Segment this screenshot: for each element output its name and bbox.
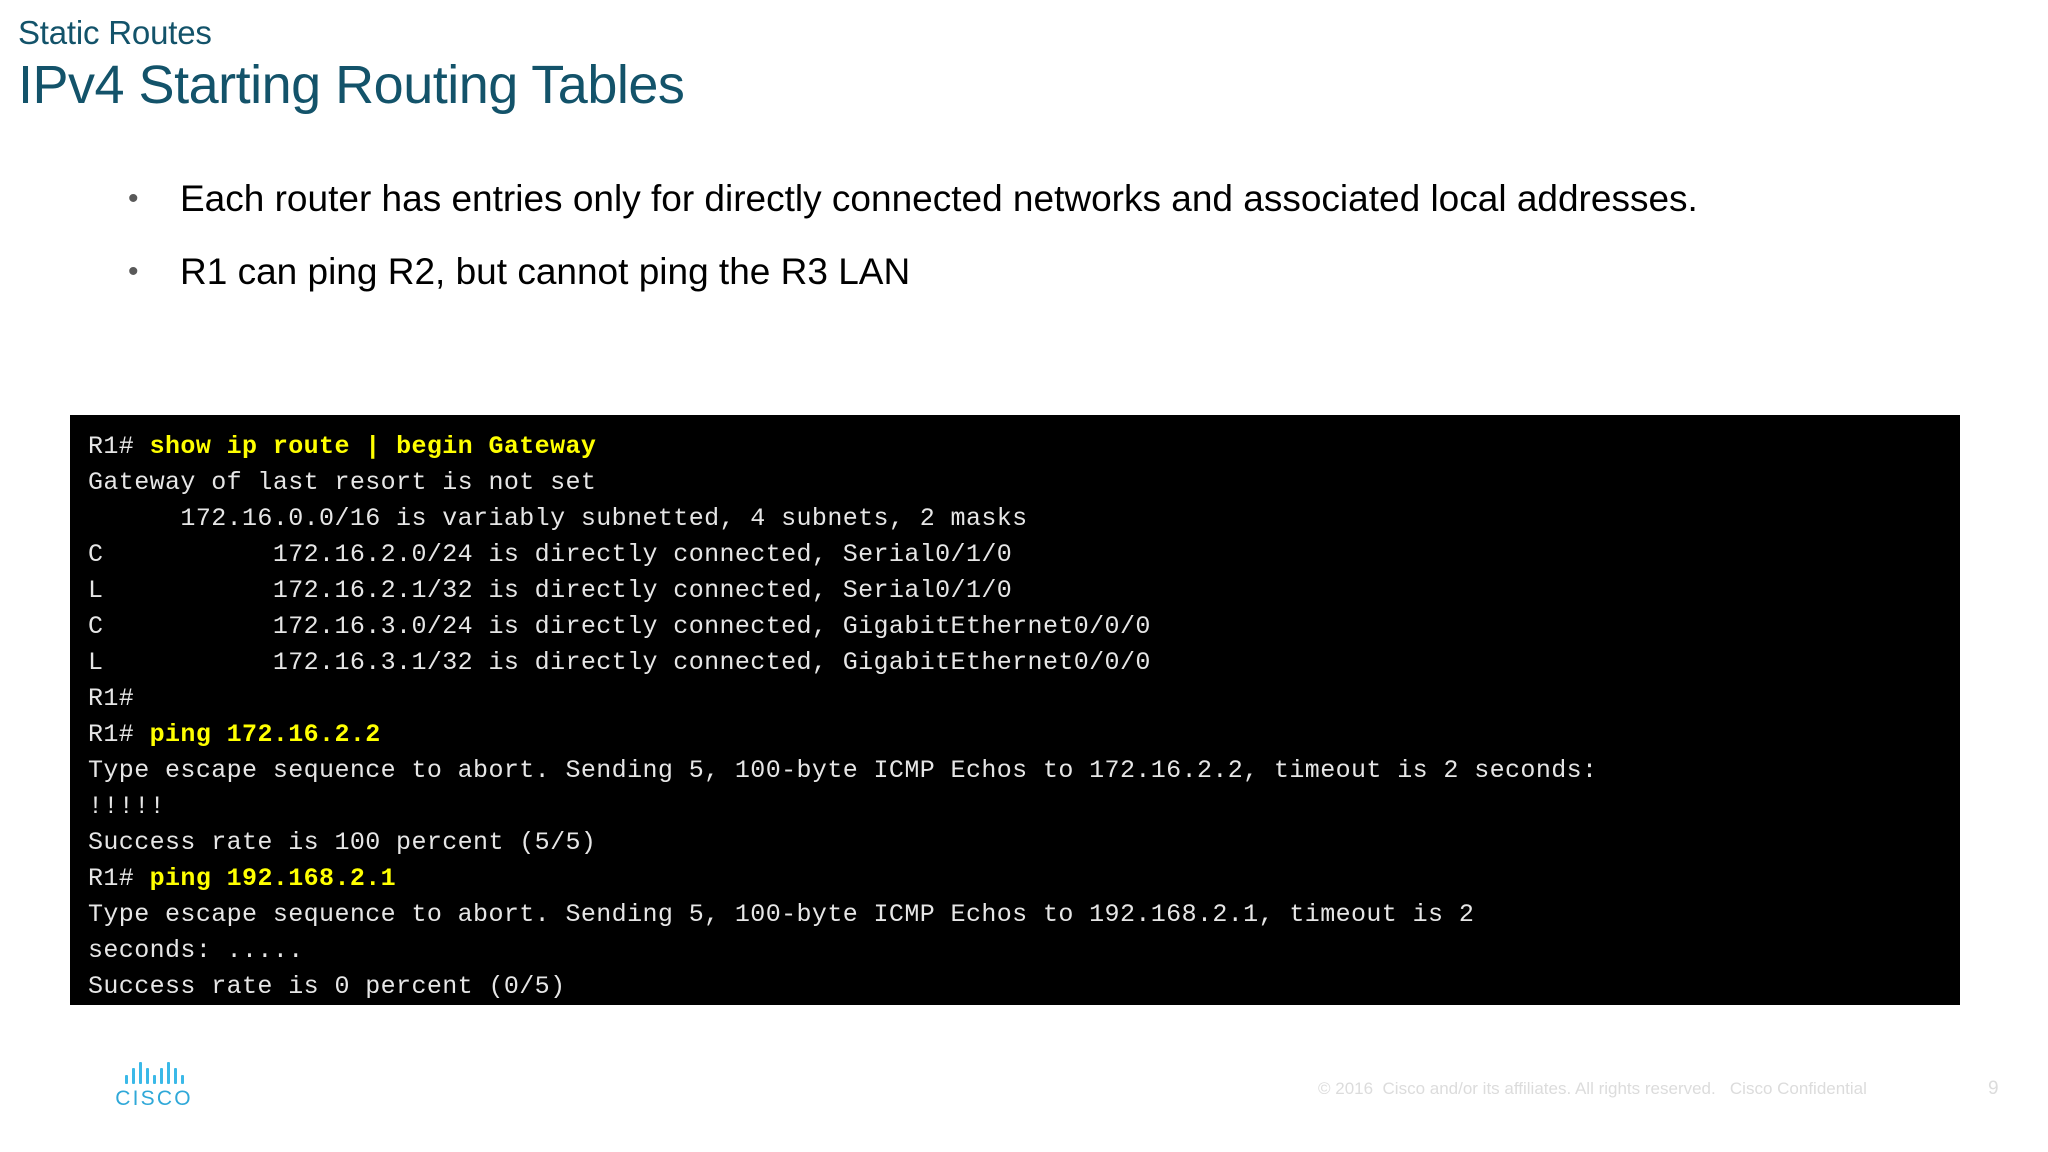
terminal-text: C 172.16.2.0/24 is directly connected, S… <box>88 540 1013 569</box>
terminal-line: R1# ping 172.16.2.2 <box>88 717 1960 753</box>
terminal-line: Gateway of last resort is not set <box>88 465 1960 501</box>
terminal-command: show ip route | begin Gateway <box>149 432 597 461</box>
bullet-marker-icon: • <box>128 255 139 288</box>
bullet-text: Each router has entries only for directl… <box>180 178 1698 219</box>
terminal-prompt: R1# <box>88 720 150 749</box>
terminal-line: !!!!! <box>88 789 1960 825</box>
terminal-text: Type escape sequence to abort. Sending 5… <box>88 756 1598 785</box>
terminal-line: L 172.16.3.1/32 is directly connected, G… <box>88 645 1960 681</box>
terminal-text: L 172.16.2.1/32 is directly connected, S… <box>88 576 1013 605</box>
terminal-line: Success rate is 100 percent (5/5) <box>88 825 1960 861</box>
terminal-line: R1# show ip route | begin Gateway <box>88 429 1960 465</box>
terminal-line: Type escape sequence to abort. Sending 5… <box>88 753 1960 789</box>
terminal-text: Success rate is 0 percent (0/5) <box>88 972 566 1001</box>
terminal-text: Gateway of last resort is not set <box>88 468 597 497</box>
bullet-marker-icon: • <box>128 182 139 215</box>
terminal-line: Success rate is 0 percent (0/5) <box>88 969 1960 1005</box>
footer-page-number: 9 <box>1988 1078 1999 1099</box>
terminal-text: Success rate is 100 percent (5/5) <box>88 828 597 857</box>
terminal-text: 172.16.0.0/16 is variably subnetted, 4 s… <box>88 504 1028 533</box>
terminal-prompt: R1# <box>88 864 150 893</box>
terminal-command: ping 192.168.2.1 <box>149 864 397 893</box>
terminal-line: L 172.16.2.1/32 is directly connected, S… <box>88 573 1960 609</box>
terminal-text: C 172.16.3.0/24 is directly connected, G… <box>88 612 1151 641</box>
terminal-text: seconds: ..... <box>88 936 304 965</box>
slide-main-title: IPv4 Starting Routing Tables <box>18 55 685 115</box>
slide-header: Static Routes IPv4 Starting Routing Tabl… <box>18 14 1418 116</box>
bullet-item: • Each router has entries only for direct… <box>110 172 1940 225</box>
slide-eyebrow-title: Static Routes <box>18 14 212 51</box>
terminal-line: C 172.16.2.0/24 is directly connected, S… <box>88 537 1960 573</box>
terminal-line: seconds: ..... <box>88 933 1960 969</box>
terminal-text: L 172.16.3.1/32 is directly connected, G… <box>88 648 1151 677</box>
footer-copyright: © 2016 Cisco and/or its affiliates. All … <box>1318 1079 1867 1098</box>
bullet-text: R1 can ping R2, but cannot ping the R3 L… <box>180 251 911 292</box>
terminal-text: !!!!! <box>88 792 166 821</box>
cisco-logo: CISCO <box>108 1062 200 1114</box>
terminal-prompt: R1# <box>88 432 150 461</box>
terminal-line: C 172.16.3.0/24 is directly connected, G… <box>88 609 1960 645</box>
terminal-command: ping 172.16.2.2 <box>149 720 381 749</box>
terminal-line: 172.16.0.0/16 is variably subnetted, 4 s… <box>88 501 1960 537</box>
terminal-line: R1# <box>88 681 1960 717</box>
bullet-item: • R1 can ping R2, but cannot ping the R3 … <box>110 245 1940 298</box>
terminal-line: R1# ping 192.168.2.1 <box>88 861 1960 897</box>
terminal-line: Type escape sequence to abort. Sending 5… <box>88 897 1960 933</box>
terminal-text: R1# <box>88 684 135 713</box>
terminal-text: Type escape sequence to abort. Sending 5… <box>88 900 1475 929</box>
bullet-list: • Each router has entries only for direct… <box>110 172 1940 318</box>
cisco-logo-bars-icon <box>108 1062 200 1084</box>
cisco-logo-wordmark: CISCO <box>115 1087 193 1110</box>
